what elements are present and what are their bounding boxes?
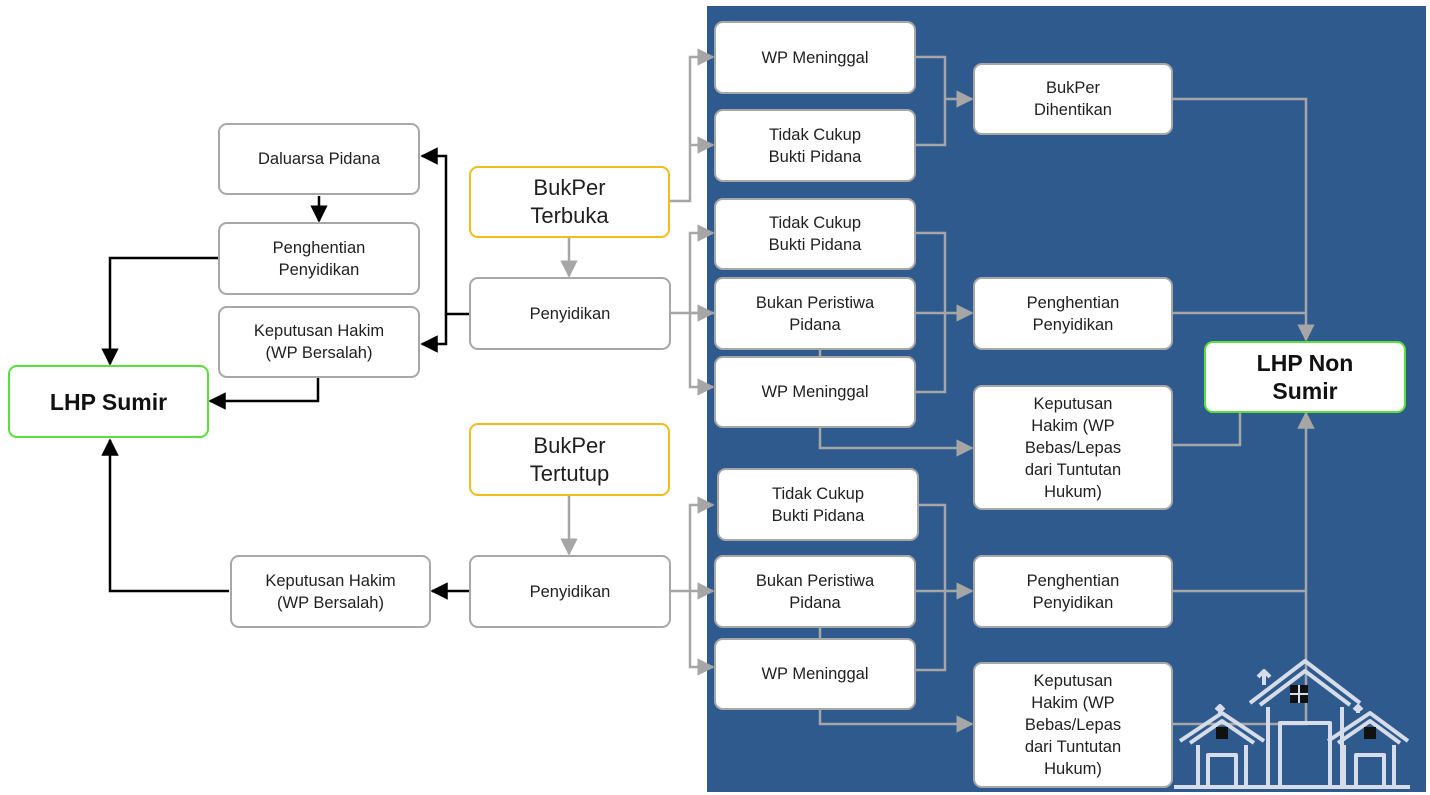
keputusan-hakim-bebas-box-1: Keputusan Hakim (WP Bebas/Lepas dari Tun… <box>973 385 1173 510</box>
arrow-merge-to-penghentian-2 <box>916 503 972 672</box>
arrow-hakim-bottom-to-lhp-sumir <box>101 438 229 593</box>
keputusan-hakim-bersalah-box-bottom: Keputusan Hakim (WP Bersalah) <box>230 555 431 628</box>
arrow-hakim-to-lhp-sumir <box>208 378 320 410</box>
keputusan-hakim-bebas-box-2: Keputusan Hakim (WP Bebas/Lepas dari Tun… <box>973 662 1173 788</box>
penghentian-penyidikan-box: Penghentian Penyidikan <box>218 222 420 295</box>
wp-meninggal-box-1: WP Meninggal <box>714 21 916 94</box>
arrow-bukper-to-wp-meninggal-1 <box>670 48 715 203</box>
penghentian-penyidikan-box-2: Penghentian Penyidikan <box>973 555 1173 628</box>
arrow-merge-to-dihentikan <box>916 55 972 147</box>
daluarsa-pidana-box: Daluarsa Pidana <box>218 123 420 195</box>
tidak-cukup-bukti-box-2: Tidak Cukup Bukti Pidana <box>714 198 916 270</box>
arrow-wp-meninggal-3-to-keputusan-bebas-2 <box>818 627 972 724</box>
wp-meninggal-box-2: WP Meninggal <box>714 356 916 428</box>
bukper-dihentikan-box: BukPer Dihentikan <box>973 63 1173 135</box>
arrow-penyidikan-to-daluarsa <box>420 147 469 316</box>
arrow-penyidikan-to-tidak-cukup-2 <box>670 224 715 315</box>
arrow-merge-to-penghentian-1 <box>916 231 972 394</box>
bukan-peristiwa-pidana-box-1: Bukan Peristiwa Pidana <box>714 277 916 350</box>
house-icon <box>1174 659 1410 789</box>
penghentian-penyidikan-box-1: Penghentian Penyidikan <box>973 277 1173 350</box>
lhp-sumir-box: LHP Sumir <box>8 365 209 438</box>
keputusan-hakim-bersalah-box-top: Keputusan Hakim (WP Bersalah) <box>218 306 420 378</box>
tidak-cukup-bukti-box-1: Tidak Cukup Bukti Pidana <box>714 109 916 182</box>
arrow-keputusan-bebas-1-to-lhp-non-sumir <box>1173 413 1242 447</box>
arrow-dihentikan-to-lhp-non-sumir <box>1173 97 1315 342</box>
tidak-cukup-bukti-box-3: Tidak Cukup Bukti Pidana <box>717 468 919 541</box>
bukan-peristiwa-pidana-box-2: Bukan Peristiwa Pidana <box>714 555 916 628</box>
arrow-penyidikan-to-hakim <box>420 314 448 353</box>
penyidikan-box-bottom: Penyidikan <box>469 555 671 628</box>
arrow-penyidikan-bottom-to-tidak-cukup-3 <box>670 496 715 593</box>
bukper-terbuka-box: BukPer Terbuka <box>469 166 670 238</box>
penyidikan-box-top: Penyidikan <box>469 277 671 350</box>
arrow-penyidikan-to-wp-meninggal-2 <box>688 313 715 396</box>
wp-meninggal-box-3: WP Meninggal <box>714 638 916 710</box>
arrow-penyidikan-bottom-to-wp-meninggal-3 <box>688 591 715 676</box>
lhp-non-sumir-box: LHP Non Sumir <box>1204 341 1406 413</box>
bukper-tertutup-box: BukPer Tertutup <box>469 423 670 496</box>
arrow-penghentian-to-lhp-sumir <box>101 256 218 366</box>
